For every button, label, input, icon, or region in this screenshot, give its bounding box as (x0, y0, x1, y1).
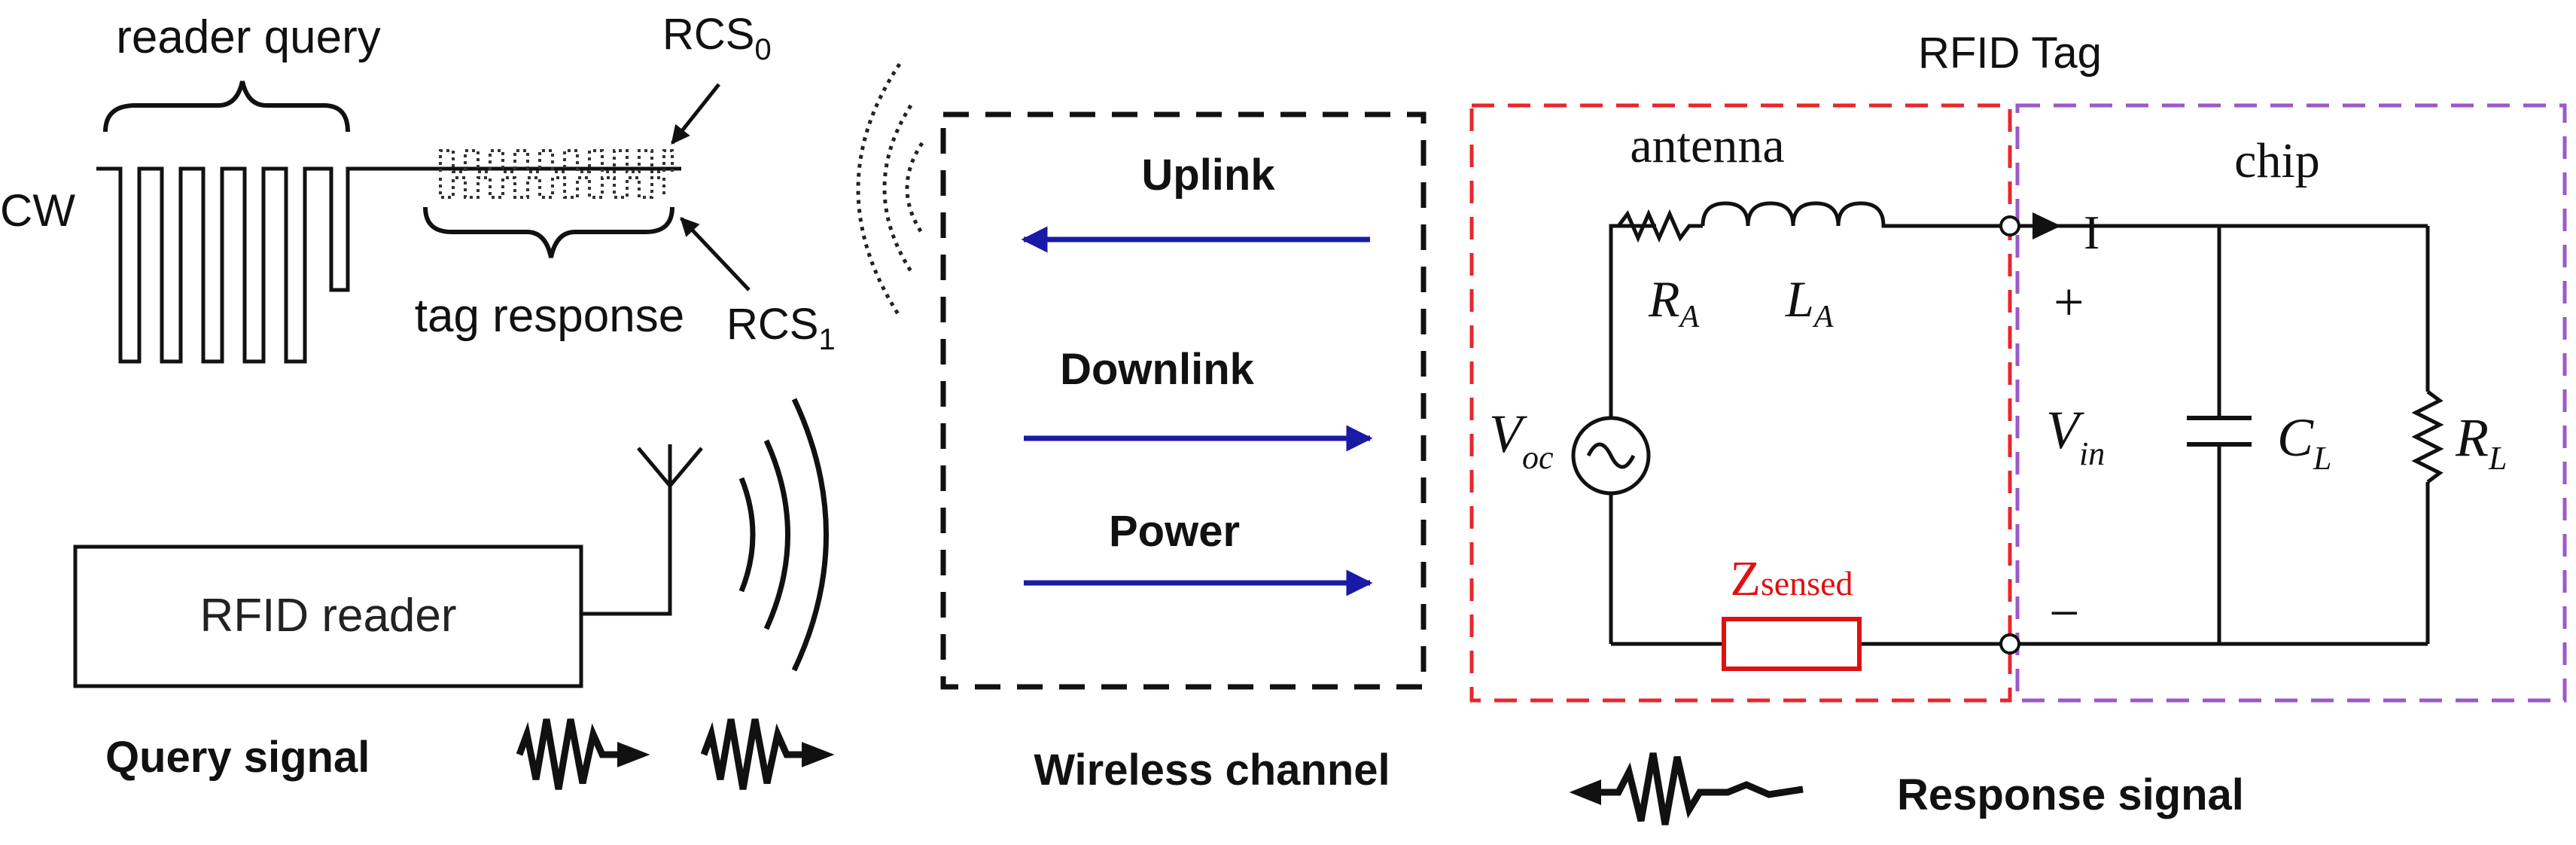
chip-label: chip (2234, 133, 2320, 188)
tag-response-dotted-pulses (439, 149, 674, 173)
response-signal-wave-icon (1569, 752, 1804, 825)
uplink-label: Uplink (1141, 151, 1275, 200)
ra-resistor-icon (1617, 209, 1703, 243)
downlink-label: Downlink (1060, 345, 1255, 394)
reader-query-label: reader query (116, 11, 381, 63)
rcs1-pointer (680, 217, 751, 291)
reader-radiation-waves-icon (738, 398, 829, 672)
query-signal-label: Query signal (105, 733, 370, 782)
voc-source-icon (1571, 416, 1651, 496)
rl-resistor-icon (2411, 390, 2444, 484)
wireless-channel-caption: Wireless channel (1034, 746, 1390, 795)
zsensed-label: Zsensed (1731, 551, 1853, 606)
bottom-terminal-icon (1999, 633, 2020, 654)
backscatter-waves-icon (856, 63, 924, 318)
zsensed-impedance-icon (1722, 617, 1862, 671)
query-signal-wave-icon (516, 718, 835, 790)
vin-label: Vin (2046, 400, 2105, 472)
power-label: Power (1109, 507, 1240, 556)
current-direction-arrow-icon (2032, 212, 2061, 239)
cl-capacitor-icon (2187, 416, 2252, 447)
reader-antenna-icon (581, 444, 703, 616)
plus-label: + (2054, 272, 2084, 332)
reader-query-brace (103, 81, 350, 133)
query-pulse-waveform (96, 166, 681, 364)
tag-response-label: tag response (415, 290, 684, 342)
la-inductor-icon (1701, 201, 1944, 228)
rfid-reader-box (73, 545, 583, 688)
top-terminal-icon (1999, 215, 2020, 236)
rcs0-label: RCS0 (662, 10, 772, 66)
minus-label: − (2049, 583, 2080, 643)
current-label: I (2084, 206, 2099, 259)
tag-response-brace (423, 206, 674, 258)
antenna-section-box (1469, 103, 2012, 703)
wireless-channel-box (940, 111, 1427, 690)
antenna-label: antenna (1630, 118, 1784, 173)
cl-label: CL (2277, 407, 2332, 477)
rfid-reader-label: RFID reader (199, 590, 456, 642)
rcs1-label: RCS1 (726, 300, 836, 356)
ra-label: RA (1648, 270, 1700, 334)
chip-section-box (2015, 103, 2567, 703)
circuit-wires (1609, 224, 2430, 646)
voc-label: Voc (1489, 404, 1554, 476)
rcs0-pointer (671, 83, 720, 145)
response-signal-label: Response signal (1897, 770, 2244, 819)
cw-label: CW (0, 185, 75, 236)
rl-label: RL (2455, 407, 2507, 477)
la-label: LA (1785, 270, 1834, 334)
rfid-tag-title: RFID Tag (1918, 29, 2102, 78)
tag-response-dotted-pulses-low (439, 176, 665, 199)
